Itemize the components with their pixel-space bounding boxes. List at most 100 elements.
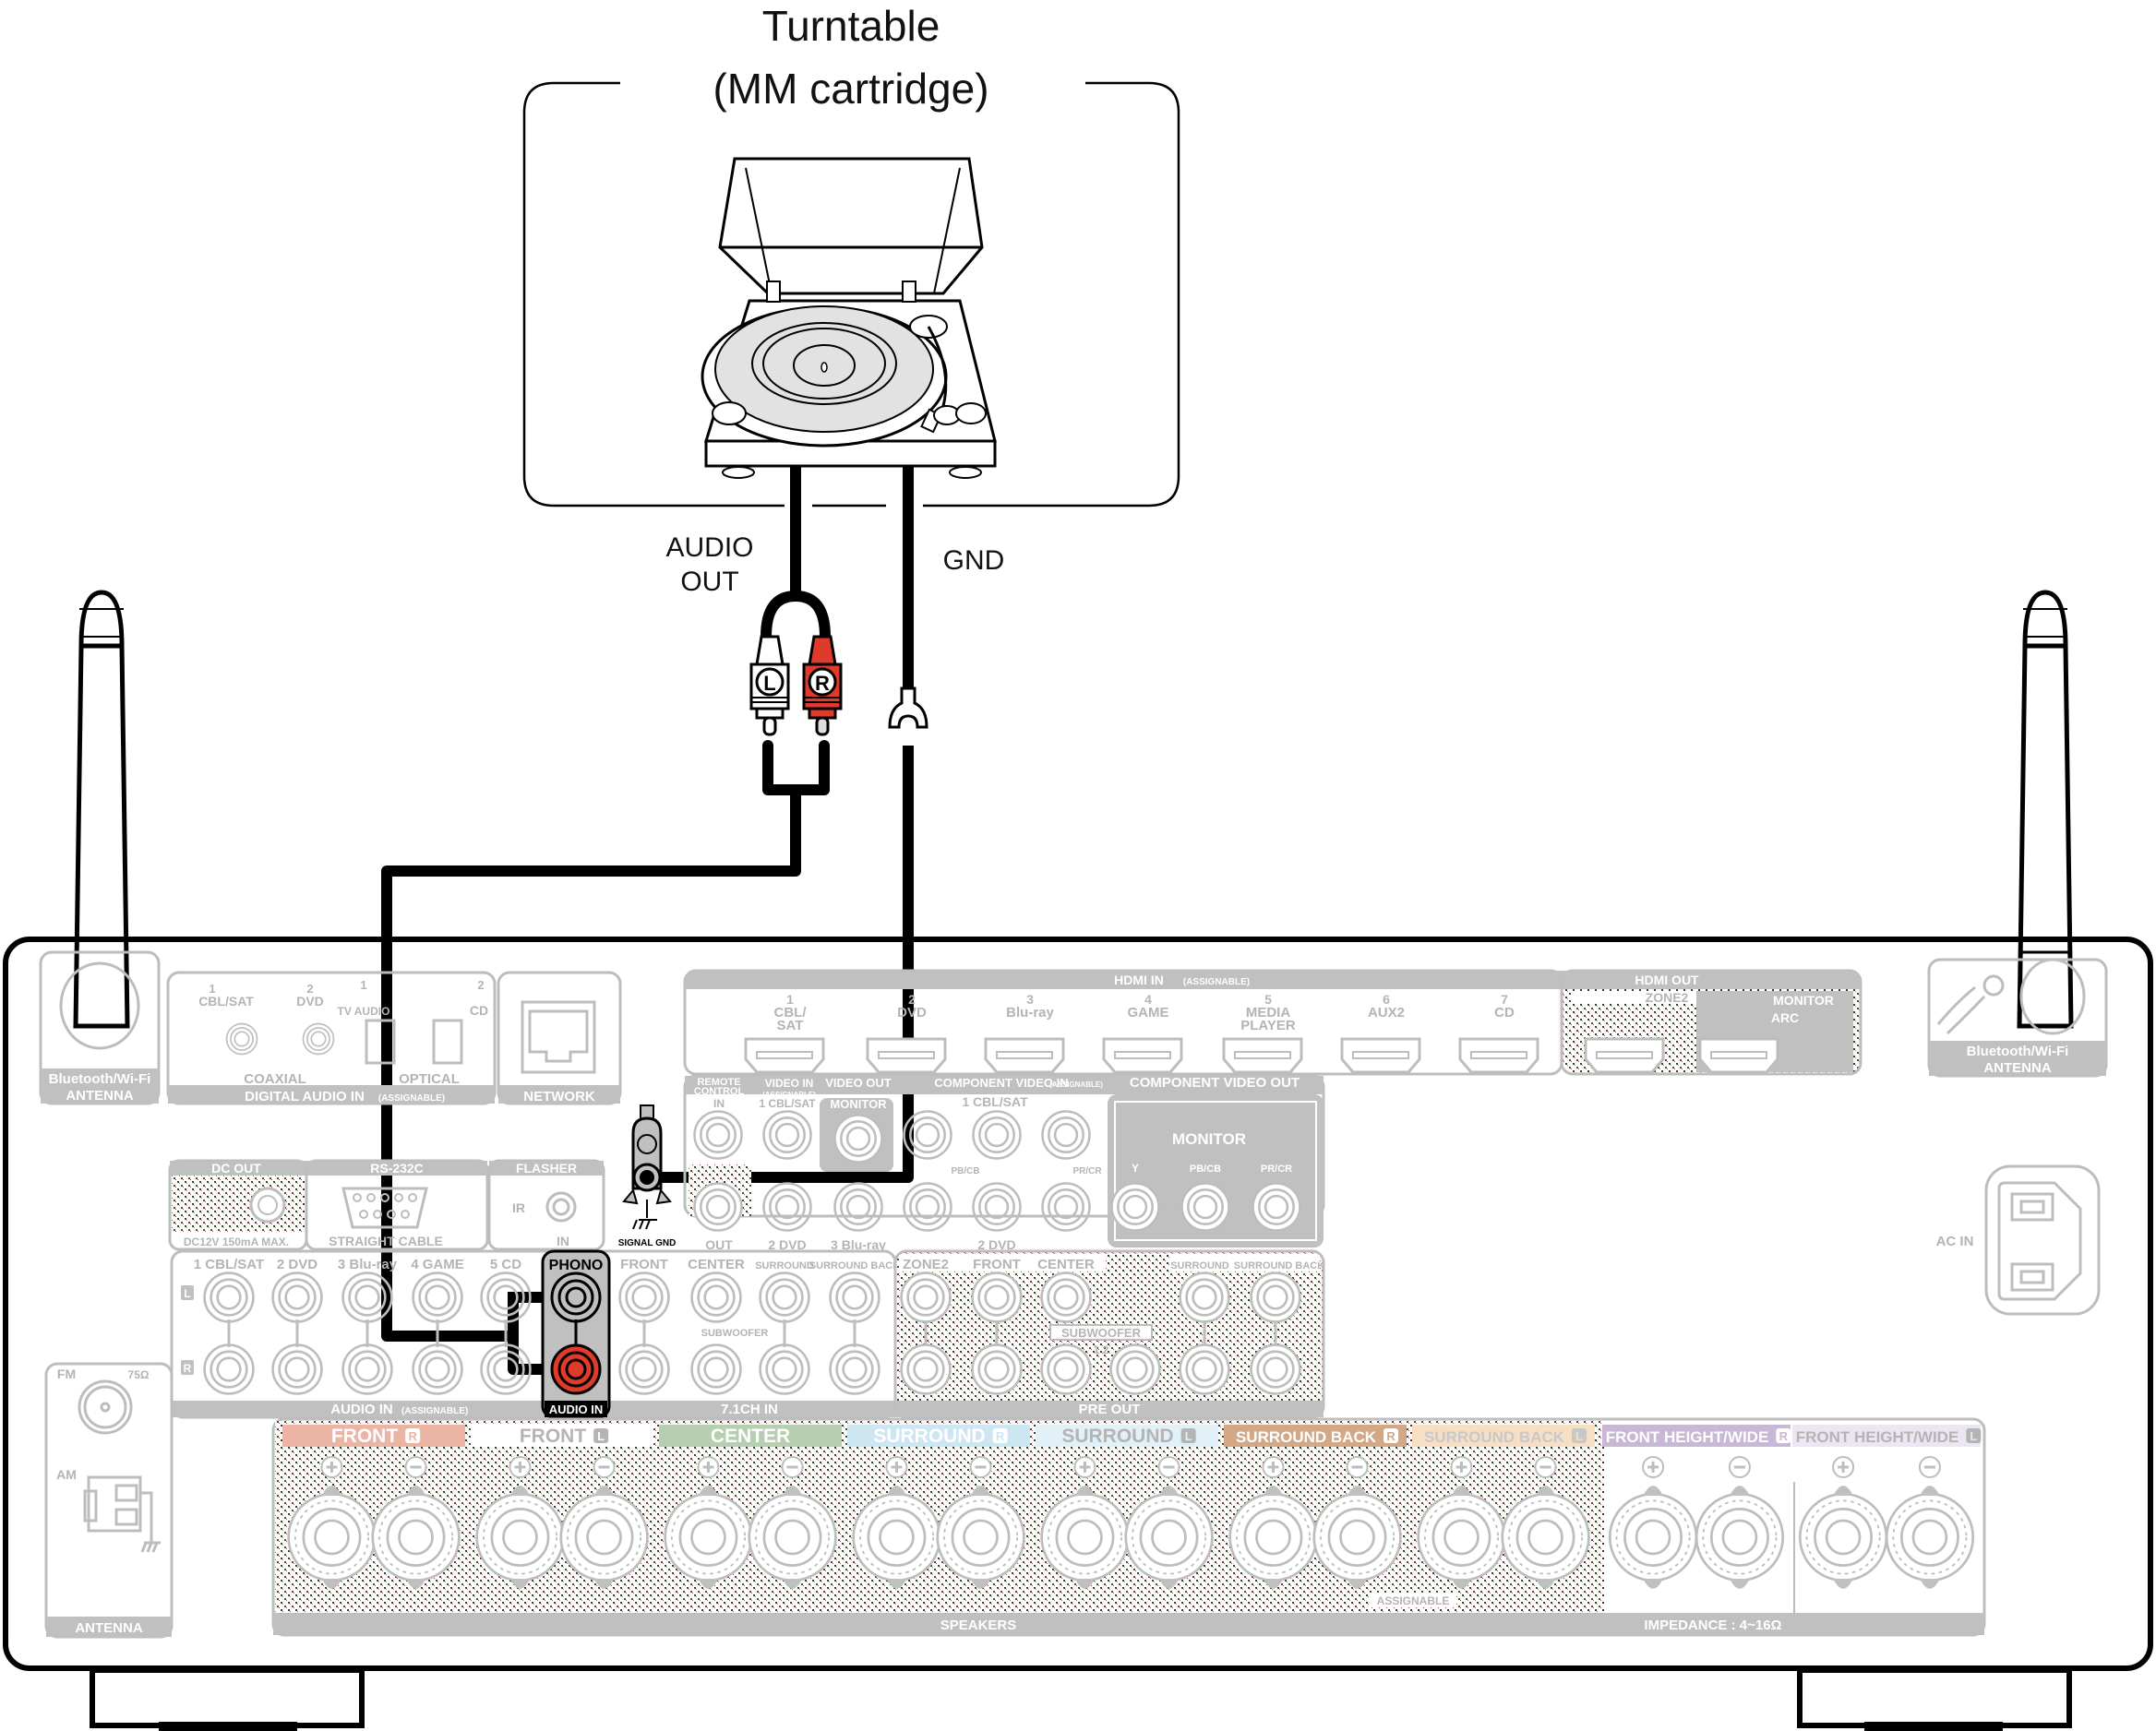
audio-in-r-jack[interactable] [271,1343,323,1395]
ch71-center: CENTER [688,1257,745,1272]
pre-out-subwoofer-2-jack[interactable] [1109,1343,1161,1395]
rs232c-title: RS-232C [370,1161,424,1176]
phono-l-jack[interactable] [550,1271,602,1323]
ch71-top-jack[interactable] [829,1271,880,1323]
hdmi-in-num: 2 [908,992,916,1007]
ch71-top-jack[interactable] [690,1271,742,1323]
pre-out-bottom-jack[interactable] [1250,1343,1301,1395]
signal-gnd-terminal[interactable]: SIGNAL GND [618,1104,677,1248]
audio-in-r-jack[interactable] [412,1343,463,1395]
pre-out-sub-nums: 1 2 [1094,1343,1109,1356]
component-in-jack-pb1[interactable] [972,1110,1022,1160]
dig-in1-num: 1 [209,982,215,996]
optical-jack-1[interactable] [365,1019,396,1065]
audio-in-l-jack[interactable] [203,1271,255,1323]
speaker-side-label: R [1386,1429,1395,1443]
pre-out-top-jack[interactable] [1250,1271,1301,1323]
fm-antenna-jack[interactable] [78,1379,133,1435]
network-panel: NETWORK [497,971,622,1105]
component-out-monitor: MONITOR [1172,1130,1246,1148]
component-in-jack-pr1[interactable] [1041,1110,1091,1160]
audio-in-r: R [184,1362,192,1375]
ch71-bottom-jack[interactable] [690,1343,742,1395]
audio-in-r-jack[interactable] [480,1343,532,1395]
pre-out-bottom-jack[interactable] [1040,1343,1092,1395]
antenna-fm: FM [57,1367,76,1381]
component-in-jack-pb2[interactable] [972,1182,1022,1232]
video-out-monitor-jack[interactable] [833,1114,883,1164]
audio-in-r-jack[interactable] [203,1343,255,1395]
pre-out-top-jack[interactable] [1179,1271,1230,1323]
hdmi-in-num: 5 [1264,992,1272,1007]
hdmi-in-port[interactable] [866,1037,947,1074]
speaker-side-label: L [597,1429,605,1443]
component-in-jack-y2[interactable] [903,1182,952,1232]
ch71-top-jack[interactable] [759,1271,810,1323]
audio-in-l-jack[interactable] [480,1271,532,1323]
hdmi-in-title: HDMI IN [1114,973,1164,987]
coaxial-jack-2[interactable] [302,1022,335,1056]
remote-in-jack[interactable] [693,1110,743,1160]
speaker-channel-header [1792,1425,1981,1447]
hdmi-in-port[interactable] [1458,1037,1539,1074]
hdmi-in-num: 4 [1144,992,1152,1007]
pre-out-top-jack[interactable] [900,1271,952,1323]
hdmi-in-port[interactable] [984,1037,1065,1074]
component-out-jack-y[interactable] [1110,1182,1160,1232]
component-out-jack-pb[interactable] [1180,1182,1230,1232]
speaker-side-badge [1776,1428,1791,1443]
flasher-jack[interactable] [545,1191,577,1223]
dig-in4-num: 2 [477,978,484,992]
am-antenna-terminal[interactable] [87,1475,142,1533]
video-in-jack-2[interactable] [762,1182,812,1232]
ch71-bottom-jack[interactable] [618,1343,670,1395]
optical-jack-2[interactable] [432,1019,463,1065]
speaker-side-badge [593,1428,609,1443]
audio-out-label-line1: AUDIO [665,532,753,563]
turntable-icon [701,157,997,479]
phono-input[interactable]: PHONO AUDIO IN [541,1249,611,1419]
ethernet-port[interactable] [521,1000,596,1074]
pre-out-top-jack[interactable] [971,1271,1023,1323]
video-section: REMOTE CONTROL IN OUT VIDEO IN (ASSIGNAB… [683,1074,1325,1252]
component-out-jack-pr[interactable] [1252,1182,1301,1232]
hdmi-out-monitor-port[interactable] [1698,1037,1779,1074]
digital-audio-in-title: DIGITAL AUDIO IN [245,1089,365,1104]
pre-out-top-jack[interactable] [1040,1271,1092,1323]
hdmi-in-name-2: PLAYER [1240,1018,1296,1033]
component-in-jack-y1[interactable] [903,1110,952,1160]
speaker-side-label: L [1575,1429,1583,1443]
hdmi-out-zone2-port[interactable] [1584,1037,1665,1074]
audio-in-l-jack[interactable] [341,1271,393,1323]
pre-out-bottom-jack[interactable] [971,1343,1023,1395]
hdmi-in-port[interactable] [1102,1037,1183,1074]
hdmi-in-port[interactable] [1222,1037,1303,1074]
hdmi-in-port[interactable] [744,1037,825,1074]
ac-in-socket[interactable] [1997,1181,2082,1301]
remote-out-jack[interactable] [693,1182,743,1232]
network-label: NETWORK [523,1089,595,1104]
audio-in-r-jack[interactable] [341,1343,393,1395]
ch71-bottom-jack[interactable] [829,1343,880,1395]
component-in-jack-pr2[interactable] [1041,1182,1091,1232]
audio-in-l-jack[interactable] [271,1271,323,1323]
coaxial-jack-1[interactable] [225,1022,258,1056]
video-in-jack-1[interactable] [762,1110,812,1160]
component-in-2: 2 DVD [977,1237,1015,1252]
pre-out-bottom-jack[interactable] [1179,1343,1230,1395]
hdmi-in-name-2: SAT [777,1018,804,1033]
pre-out-bottom-jack[interactable] [900,1343,952,1395]
bt-left-line2: ANTENNA [66,1088,133,1104]
ch71-top-jack[interactable] [618,1271,670,1323]
audio-in-l-jack[interactable] [412,1271,463,1323]
audio-in-5: 5 CD [490,1257,521,1272]
pre-out-surround: SURROUND [1170,1260,1229,1271]
ch71-bottom-jack[interactable] [759,1343,810,1395]
bt-antenna-panel-left: Bluetooth/Wi-Fi ANTENNA [39,950,161,1105]
video-in-jack-3[interactable] [833,1182,883,1232]
hdmi-in-port[interactable] [1340,1037,1421,1074]
dc-out-jack[interactable] [249,1187,286,1224]
audio-in-section: L R 1 CBL/SAT 2 DVD 3 Blu-ray 4 GAME 5 C… [170,1249,900,1419]
rs232c-port[interactable] [341,1187,428,1229]
hdmi-in-name: DVD [897,1005,927,1021]
